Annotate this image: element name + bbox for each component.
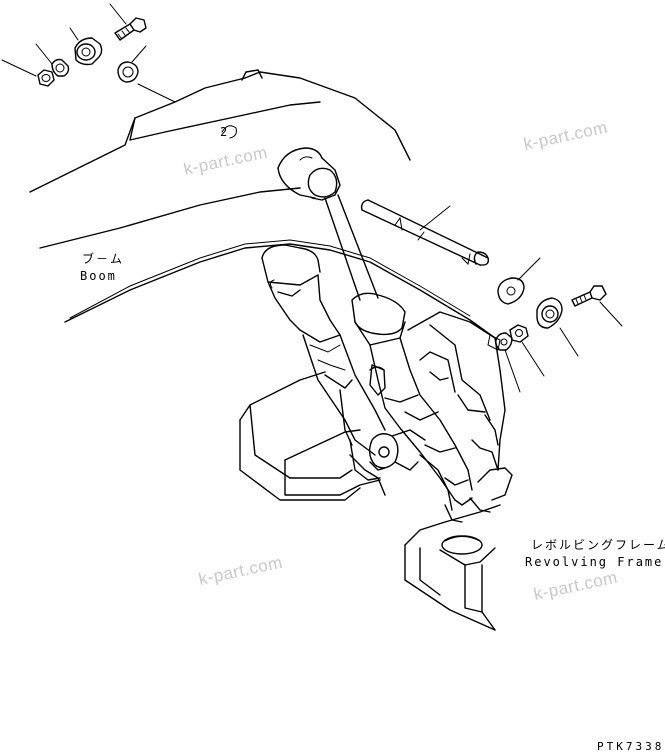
frame-label-jp: レボルビングフレーム — [531, 538, 665, 552]
watermark-3: k-part.com — [197, 553, 284, 589]
washer-2 — [117, 61, 139, 83]
nut-1 — [37, 69, 55, 87]
bolt-shaft — [114, 23, 135, 41]
watermark-1: k-part.com — [182, 143, 269, 179]
pivot-pin — [360, 199, 490, 266]
bolt-head-2 — [589, 285, 607, 301]
collar — [74, 37, 103, 66]
callout-2: 2 — [220, 125, 229, 139]
watermark-4: k-part.com — [532, 568, 619, 604]
boom-label-jp: ブ－ム — [82, 251, 124, 266]
washer-4 — [495, 332, 513, 351]
bolt-shaft-2 — [571, 291, 593, 307]
frame-label-en: Revolving Frame — [525, 555, 663, 569]
nut-2 — [509, 324, 529, 343]
left-hydraulic-cylinder — [261, 244, 386, 481]
boom — [29, 69, 501, 351]
revolving-frame — [239, 311, 513, 631]
watermark-2: k-part.com — [522, 118, 609, 154]
top-left-hardware — [1, 3, 176, 103]
boom-label-en: Boom — [80, 269, 117, 283]
right-hardware — [419, 205, 623, 393]
bolt-head — [129, 17, 147, 33]
right-hydraulic-cylinder — [277, 147, 473, 511]
washer-1 — [51, 58, 70, 77]
washer-3 — [497, 277, 525, 305]
collar-2 — [536, 297, 563, 329]
part-code: PTK7338 — [597, 740, 664, 753]
pivot-pin-circle — [378, 446, 390, 458]
